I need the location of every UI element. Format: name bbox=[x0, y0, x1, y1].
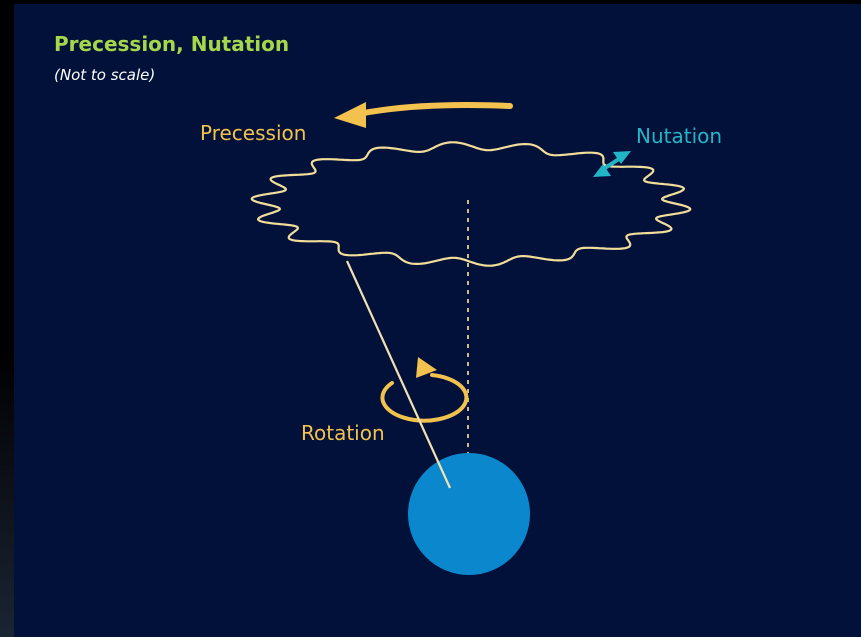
nutation-label: Nutation bbox=[636, 124, 722, 148]
precession-arrow bbox=[334, 102, 510, 128]
nutation-arrow bbox=[593, 151, 631, 177]
precession-label: Precession bbox=[200, 121, 306, 145]
diagram-title: Precession, Nutation bbox=[54, 32, 289, 56]
nutation-wave-path bbox=[252, 142, 690, 265]
earth-globe bbox=[408, 453, 530, 575]
rotation-label: Rotation bbox=[301, 421, 385, 445]
diagram-subtitle: (Not to scale) bbox=[54, 66, 155, 84]
